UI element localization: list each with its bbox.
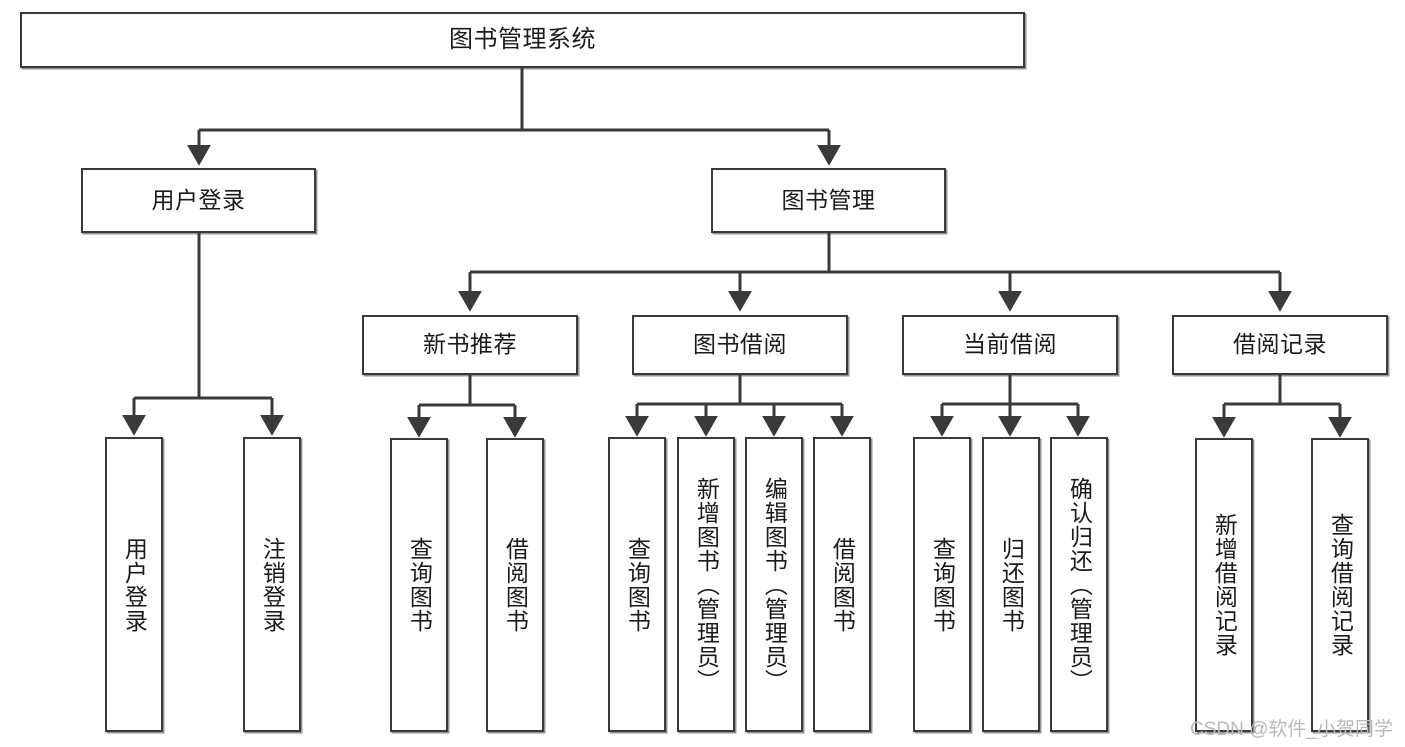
node-user-login[interactable]: 用户登录 xyxy=(81,168,316,233)
leaf-query-book-from-current[interactable]: 查询图书 xyxy=(913,437,971,732)
node-label: 注销登录 xyxy=(259,536,286,633)
leaf-logout[interactable]: 注销登录 xyxy=(243,437,301,732)
node-label: 查询借阅记录 xyxy=(1327,513,1354,657)
leaf-add-borrow-record[interactable]: 新增借阅记录 xyxy=(1195,438,1253,732)
node-root-book-management-system[interactable]: 图书管理系统 xyxy=(20,12,1025,68)
node-label: 当前借阅 xyxy=(963,331,1057,358)
leaf-edit-book-admin[interactable]: 编辑图书（管理员） xyxy=(745,437,803,732)
leaf-query-book-from-borrowing[interactable]: 查询图书 xyxy=(608,437,666,732)
node-label: 查询图书 xyxy=(624,536,651,633)
leaf-user-login[interactable]: 用户登录 xyxy=(105,437,163,732)
node-label: 图书借阅 xyxy=(693,331,787,358)
node-book-borrowing[interactable]: 图书借阅 xyxy=(632,315,848,375)
node-label: 新增借阅记录 xyxy=(1211,513,1238,657)
leaf-borrow-book-from-borrowing[interactable]: 借阅图书 xyxy=(813,437,871,732)
node-label: 新增图书（管理员） xyxy=(693,476,720,693)
csdn-watermark: CSDN @软件_小贺同学 xyxy=(1190,719,1393,740)
node-label: 用户登录 xyxy=(121,536,148,633)
node-label: 图书管理 xyxy=(781,186,876,213)
node-label: 编辑图书（管理员） xyxy=(761,476,788,693)
node-new-book-recommendation[interactable]: 新书推荐 xyxy=(362,315,578,375)
leaf-borrow-book-from-recommendation[interactable]: 借阅图书 xyxy=(486,438,544,732)
node-label: 借阅图书 xyxy=(502,537,529,633)
leaf-add-book-admin[interactable]: 新增图书（管理员） xyxy=(677,437,735,732)
leaf-return-book[interactable]: 归还图书 xyxy=(982,437,1040,732)
node-borrowing-record[interactable]: 借阅记录 xyxy=(1172,315,1388,375)
node-label: 查询图书 xyxy=(929,536,956,633)
node-current-borrowing[interactable]: 当前借阅 xyxy=(902,315,1118,375)
leaf-query-book-from-recommendation[interactable]: 查询图书 xyxy=(390,438,448,732)
node-label: 图书管理系统 xyxy=(449,25,596,53)
node-label: 归还图书 xyxy=(998,536,1025,633)
node-label: 用户登录 xyxy=(151,186,246,213)
node-label: 查询图书 xyxy=(406,537,433,633)
leaf-query-borrow-record[interactable]: 查询借阅记录 xyxy=(1311,438,1369,732)
node-label: 借阅图书 xyxy=(829,536,856,633)
leaf-confirm-return-admin[interactable]: 确认归还（管理员） xyxy=(1050,437,1108,732)
node-label: 确认归还（管理员） xyxy=(1066,476,1093,693)
node-book-management[interactable]: 图书管理 xyxy=(711,168,946,233)
node-label: 新书推荐 xyxy=(423,331,517,358)
node-label: 借阅记录 xyxy=(1233,331,1327,358)
